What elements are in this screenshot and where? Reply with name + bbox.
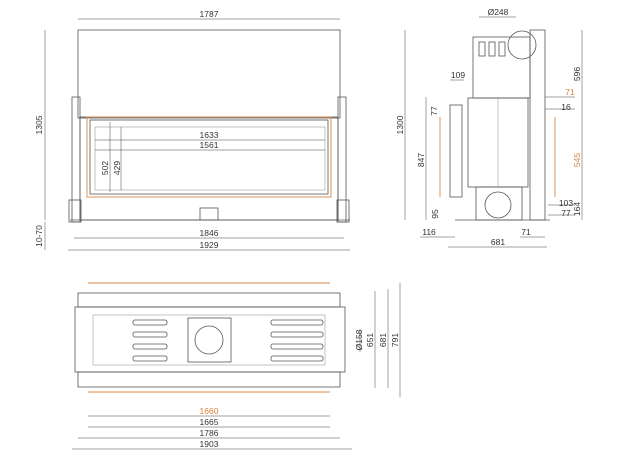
fan-housing	[187, 317, 232, 363]
dim-label: 1660	[200, 406, 219, 416]
dim-label: 681	[378, 333, 388, 347]
vent-slots-left	[132, 319, 168, 362]
dim-label: 71	[565, 87, 575, 97]
dim-label: 109	[451, 70, 465, 80]
door-frame	[86, 116, 332, 198]
dim-label: 651	[365, 333, 375, 347]
dim-label: 71	[521, 227, 531, 237]
fan-icon	[194, 325, 224, 355]
dim-label: 116	[422, 227, 436, 237]
dim-label: 1665	[200, 417, 219, 427]
dim-label: 1903	[200, 439, 219, 449]
dim-label: 1300	[395, 115, 405, 134]
dim-label: 681	[491, 237, 505, 247]
duct-circle	[484, 191, 512, 219]
side-view: Ø248 1300 847 77 95 109 116 681 71 596 7…	[395, 7, 583, 248]
top-hood	[77, 29, 341, 119]
dim-label: 1305	[34, 115, 44, 134]
fan-motor	[507, 30, 537, 60]
glass	[94, 126, 326, 191]
dim-label: 1787	[200, 9, 219, 19]
dim-label: 77	[561, 208, 571, 218]
vent-slots-right	[270, 319, 324, 362]
right-foot	[336, 199, 350, 223]
dim-label: 1846	[200, 228, 219, 238]
dim-label: 791	[390, 333, 400, 347]
front-bar	[77, 292, 341, 308]
flue-box	[472, 36, 531, 99]
door	[89, 119, 329, 195]
dim-label: 164	[572, 202, 582, 216]
dim-label: 1561	[200, 140, 219, 150]
dim-label: 103	[559, 198, 573, 208]
dim-label: 95	[430, 209, 440, 219]
dim-label: 502	[100, 161, 110, 175]
dim-label: 545	[572, 153, 582, 167]
dim-label: 10-70	[34, 225, 44, 247]
left-side	[71, 96, 81, 223]
dim-label: 847	[416, 153, 426, 167]
dim-label: 429	[112, 161, 122, 175]
dim-label: 16	[561, 102, 571, 112]
front-view: 1787 1305 10-70 1846 1929 1633 1561 502 …	[34, 9, 350, 251]
dim-label: Ø248	[488, 7, 509, 17]
dim-label: 77	[429, 106, 439, 116]
rear-bar	[77, 371, 341, 388]
top-view: Ø158 651 681 791 1660 1665 1786 1903	[72, 282, 401, 450]
dim-label: Ø158	[354, 329, 364, 350]
dim-label: 1633	[200, 130, 219, 140]
right-side	[337, 96, 347, 223]
left-foot	[68, 199, 82, 223]
rear-column	[529, 29, 546, 221]
dim-label: 1786	[200, 428, 219, 438]
control-box	[199, 207, 219, 221]
dim-label: 1929	[200, 240, 219, 250]
dim-label: 596	[572, 67, 582, 81]
